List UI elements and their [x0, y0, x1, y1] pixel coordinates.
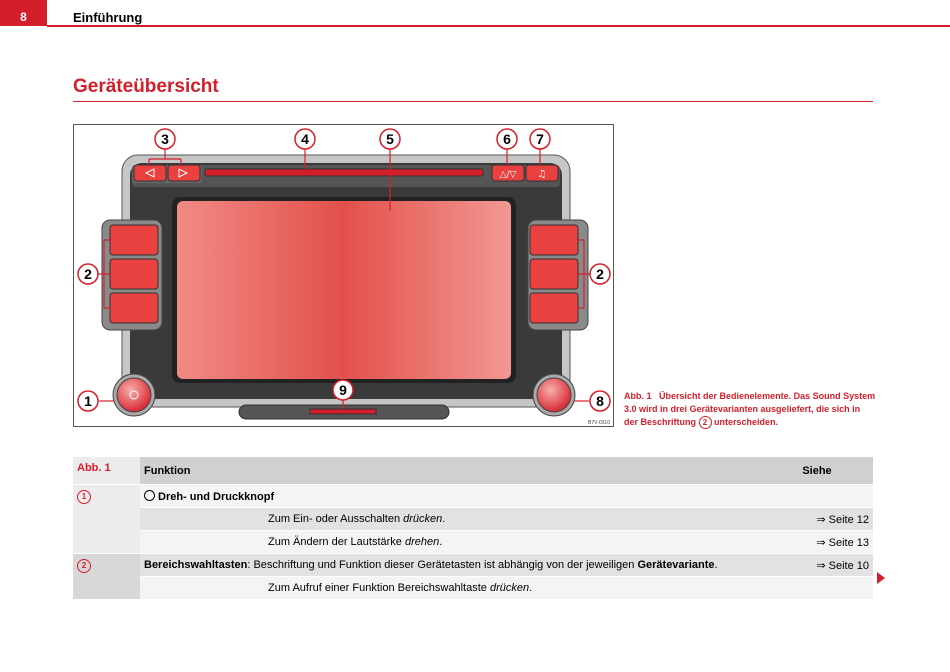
- table-row: Zum Ändern der Lautstärke drehen. ⇒ Seit…: [73, 530, 873, 554]
- function-table: Abb. 1 Funktion Siehe 1 Dreh- und Druckk…: [73, 457, 873, 600]
- sound-button: [525, 164, 559, 182]
- row2-title-end: .: [714, 559, 718, 571]
- callout-6: 6: [496, 128, 518, 150]
- row2-sub-text: Zum Aufruf einer Funktion Bereichswahlta…: [268, 582, 490, 594]
- callout-3: 3: [154, 128, 176, 150]
- row1-num-cell: 1: [73, 484, 140, 554]
- svg-text:5: 5: [386, 131, 394, 147]
- row1-sub2-verb: drehen: [404, 536, 440, 548]
- eject-icon: △/▽: [500, 170, 517, 180]
- header-abb: Abb. 1: [73, 457, 140, 485]
- row2-title-text: : Beschriftung und Funktion dieser Gerät…: [247, 559, 638, 571]
- header-siehe: Siehe: [761, 457, 873, 485]
- table-row: 1 Dreh- und Druckknopf: [73, 484, 873, 554]
- svg-text:1: 1: [84, 393, 92, 409]
- caption-text-end: unterscheiden.: [714, 417, 779, 427]
- continue-arrow-icon: [877, 572, 885, 584]
- device-illustration: △/▽ ♫ 3 4 5: [77, 128, 611, 426]
- row1-sub1-end: .: [442, 513, 446, 525]
- table-header-row: Abb. 1 Funktion Siehe: [73, 457, 873, 485]
- row1-sub1-ref[interactable]: ⇒ Seite 12: [761, 507, 873, 531]
- display-screen: [177, 201, 511, 379]
- row1-ref-empty: [761, 484, 873, 508]
- row2-num: 2: [77, 559, 91, 573]
- svg-text:7: 7: [536, 131, 544, 147]
- svg-text:9: 9: [339, 382, 347, 398]
- row2-sub-end: .: [529, 582, 533, 594]
- row1-sub1-verb: drücken: [403, 513, 443, 525]
- callout-9: 9: [332, 379, 354, 401]
- power-volume-knob: [116, 377, 152, 413]
- svg-text:4: 4: [301, 131, 309, 147]
- callout-8: 8: [589, 390, 611, 412]
- svg-text:3: 3: [161, 131, 169, 147]
- left-button-1: [109, 224, 159, 256]
- caption-text: Übersicht der Bedienelemente. Das Sound …: [624, 391, 876, 427]
- sd-slot: [309, 408, 377, 415]
- row1-num: 1: [77, 490, 91, 504]
- row2-sub: Zum Aufruf einer Funktion Bereichswahlta…: [140, 576, 761, 600]
- right-button-2: [529, 258, 579, 290]
- row2-num-cell: 2: [73, 553, 140, 600]
- header-rule: [47, 25, 950, 27]
- page-number: 8: [0, 0, 47, 26]
- seek-back-icon: [144, 168, 155, 178]
- row1-sub2-ref[interactable]: ⇒ Seite 13: [761, 530, 873, 554]
- row1-title-cell: Dreh- und Druckknopf: [140, 484, 761, 508]
- right-button-1: [529, 224, 579, 256]
- table-row: Zum Ein- oder Ausschalten drücken. ⇒ Sei…: [73, 507, 873, 531]
- section-title: Geräteübersicht: [73, 76, 219, 97]
- svg-text:2: 2: [84, 266, 92, 282]
- music-note-icon: ♫: [538, 169, 547, 180]
- row1-sub2-text: Zum Ändern der Lautstärke: [268, 536, 405, 548]
- eject-button: [491, 164, 525, 182]
- row1-sub1: Zum Ein- oder Ausschalten drücken.: [140, 507, 761, 531]
- setting-knob: [536, 377, 572, 413]
- row2-title-bold2: Gerätevariante: [637, 559, 715, 571]
- table-row: Zum Aufruf einer Funktion Bereichswahlta…: [73, 576, 873, 600]
- chapter-title: Einführung: [73, 10, 143, 25]
- callout-7: 7: [529, 128, 551, 150]
- cd-slot: [204, 168, 484, 177]
- seek-forward-button: [167, 164, 201, 182]
- image-code: B7V-0310: [588, 420, 610, 426]
- left-button-3: [109, 292, 159, 324]
- row2-ref[interactable]: ⇒ Seite 10: [761, 553, 873, 577]
- svg-text:8: 8: [596, 393, 604, 409]
- callout-1: 1: [77, 390, 99, 412]
- svg-text:6: 6: [503, 131, 511, 147]
- svg-text:2: 2: [596, 266, 604, 282]
- figure-caption: Abb. 1 Übersicht der Bedienelemente. Das…: [624, 390, 876, 430]
- caption-label: Abb. 1: [624, 391, 652, 401]
- row1-sub2: Zum Ändern der Lautstärke drehen.: [140, 530, 761, 554]
- row1-sub1-text: Zum Ein- oder Ausschalten: [268, 513, 404, 525]
- seek-back-button: [133, 164, 167, 182]
- row2-title-bold: Bereichswahltasten: [144, 559, 248, 571]
- table-row: 2 Bereichswahltasten: Beschriftung und F…: [73, 553, 873, 600]
- row2-title-cell: Bereichswahltasten: Beschriftung und Fun…: [140, 553, 761, 577]
- callout-2-left: 2: [77, 263, 99, 285]
- row1-title: Dreh- und Druckknopf: [158, 490, 275, 503]
- callout-4: 4: [294, 128, 316, 150]
- callout-5: 5: [379, 128, 401, 150]
- seek-forward-icon: [178, 168, 189, 178]
- row2-sub-ref-empty: [761, 576, 873, 600]
- right-button-3: [529, 292, 579, 324]
- section-rule: [73, 101, 873, 102]
- left-button-2: [109, 258, 159, 290]
- device-figure: △/▽ ♫ 3 4 5: [73, 124, 614, 427]
- row1-sub2-end: .: [439, 536, 443, 548]
- callout-2-right: 2: [589, 263, 611, 285]
- row2-sub-verb: drücken: [489, 582, 530, 594]
- power-icon: [129, 390, 139, 400]
- header-funktion: Funktion: [140, 457, 761, 485]
- knob-icon: [144, 489, 155, 501]
- caption-ref-circle: 2: [698, 416, 712, 430]
